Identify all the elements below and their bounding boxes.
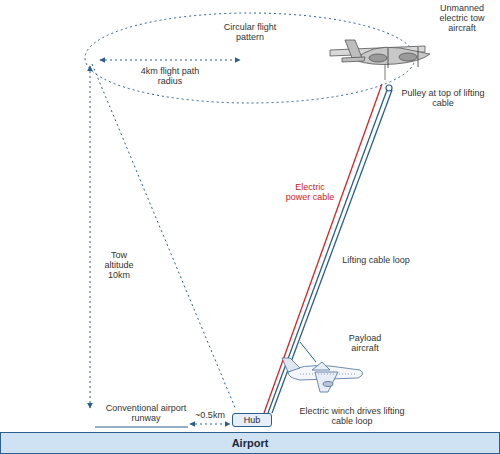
runway <box>95 426 188 427</box>
lifting-cable <box>268 90 387 413</box>
airport-band: Airport <box>0 432 500 454</box>
label-text: Tow altitude 10km <box>96 250 142 280</box>
distance-arrow <box>190 424 230 425</box>
hub-box: Hub <box>232 413 272 427</box>
radius-guide <box>92 64 236 410</box>
altitude-arrow <box>90 66 91 408</box>
label-text: Pulley at top of lifting cable <box>397 88 489 108</box>
label-text: Circular flight pattern <box>210 22 290 42</box>
pulley <box>386 85 392 91</box>
label-text: Lifting cable loop <box>336 255 416 265</box>
label-text: Electric power cable <box>282 182 338 202</box>
node-text: Airport <box>232 437 269 449</box>
label-text: Electric winch drives lifting cable loop <box>288 406 416 426</box>
label-text: Payload aircraft <box>336 333 394 353</box>
payload-aircraft <box>282 342 363 392</box>
power-cable <box>264 84 382 413</box>
label-text: ~0.5km <box>185 410 235 420</box>
lifting-cable <box>272 90 392 413</box>
label-text: 4km flight path radius <box>135 66 205 86</box>
tow-aircraft <box>330 40 430 80</box>
label-text: Unmanned electric tow aircraft <box>428 3 496 33</box>
label-text: Conventional airport runway <box>96 403 196 423</box>
radius-arrow <box>100 60 240 61</box>
node-text: Hub <box>244 415 261 425</box>
